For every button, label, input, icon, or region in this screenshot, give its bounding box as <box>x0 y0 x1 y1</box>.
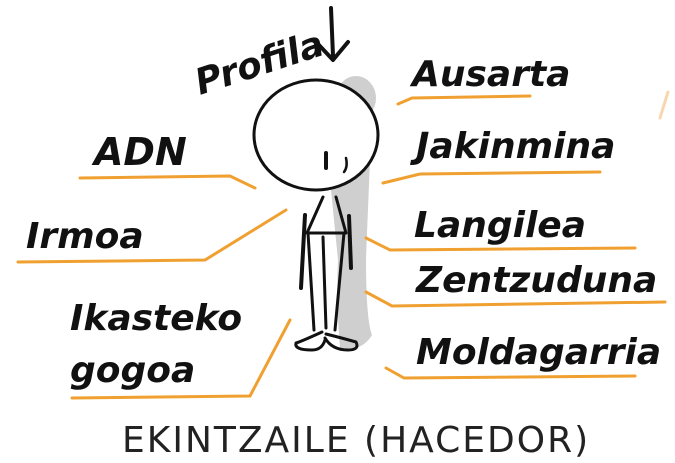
stick-figure-icon <box>252 78 380 352</box>
caption: EKINTZAILE (HACEDOR) <box>122 420 590 461</box>
leader-line-langilea <box>364 236 637 252</box>
down-arrow-icon <box>316 6 350 62</box>
trait-zentzuduna: Zentzuduna <box>415 260 657 301</box>
leader-line-adn <box>78 174 257 190</box>
leader-lines <box>16 94 667 400</box>
trait-ausarta: Ausarta <box>409 54 570 95</box>
leader-line-moldagarria <box>384 366 637 380</box>
trait-irmoa: Irmoa <box>26 216 144 257</box>
trait-adn: ADN <box>91 130 187 174</box>
trait-jakinmina: Jakinmina <box>410 126 615 167</box>
trait-gogoa: gogoa <box>70 350 195 391</box>
leader-line-ausarta <box>396 94 532 106</box>
trait-ikasteko: Ikasteko <box>70 298 242 339</box>
trait-moldagarria: Moldagarria <box>416 332 661 373</box>
leader-line-jakinmina <box>381 170 602 185</box>
leader-line-zentzuduna <box>364 290 667 308</box>
leader-line-irmoa <box>16 208 288 264</box>
decorative-stroke <box>658 90 670 120</box>
trait-langilea: Langilea <box>414 205 586 246</box>
leader-line-ikasteko <box>70 318 292 400</box>
